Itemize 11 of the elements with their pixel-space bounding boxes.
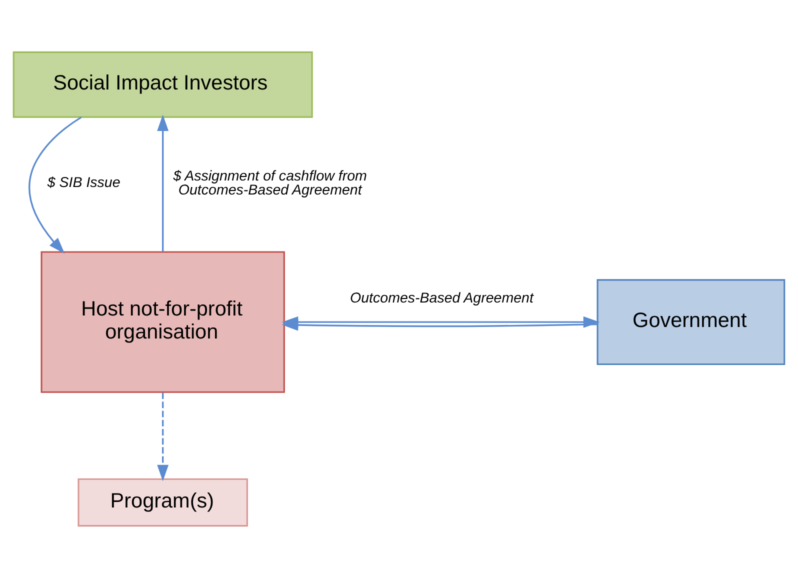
node-box: Government <box>596 279 786 366</box>
edge-label: $ SIB Issue <box>47 174 120 191</box>
node-box: Program(s) <box>78 478 248 527</box>
arrow <box>157 114 169 252</box>
edge-label: Outcomes-Based Agreement <box>350 290 534 306</box>
arrow <box>28 116 82 254</box>
node-box: Host not-for-profit organisation <box>40 251 285 393</box>
edge-label: $ Assignment of cashflow from Outcomes-Based Agreement <box>173 168 367 199</box>
node-box: Social Impact Investors <box>12 51 313 118</box>
arrow <box>282 319 598 331</box>
arrow <box>157 392 169 482</box>
